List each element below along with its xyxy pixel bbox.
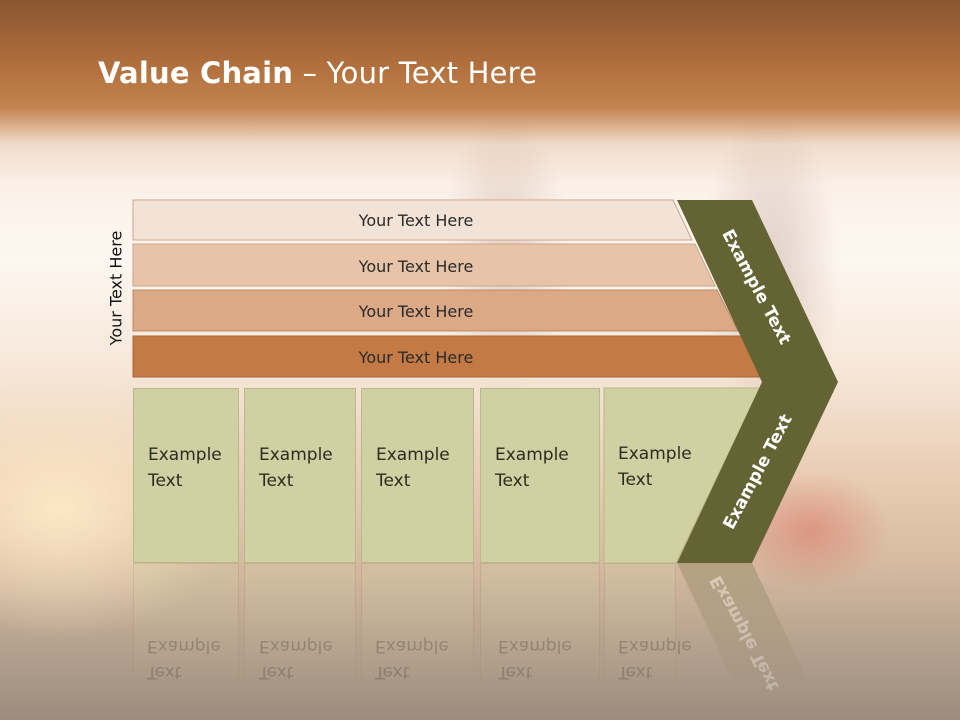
activity-box-1-line1: Example bbox=[148, 445, 222, 465]
activity-box-2: Example Text bbox=[244, 388, 356, 563]
activity-box-1: Example Text bbox=[133, 388, 239, 563]
activity-box-5-line2: Text bbox=[618, 470, 653, 490]
box-shape-5 bbox=[603, 387, 761, 564]
bar-4-label: Your Text Here bbox=[358, 347, 474, 367]
activity-box-3: Example Text bbox=[361, 388, 474, 563]
activity-box-5-line1: Example bbox=[618, 444, 692, 464]
bar-4: Your Text Here bbox=[133, 336, 699, 378]
activity-box-4-line1: Example bbox=[495, 445, 569, 465]
activity-box-2-line2: Text bbox=[259, 471, 294, 491]
bar-1: Your Text Here bbox=[133, 200, 699, 240]
bar-1-label: Your Text Here bbox=[358, 210, 474, 230]
activity-box-4-line2: Text bbox=[495, 471, 530, 491]
bar-shape-1 bbox=[132, 199, 693, 241]
activity-box-5: Example Text bbox=[604, 388, 694, 563]
activity-box-4: Example Text bbox=[480, 388, 600, 563]
bar-shape-2 bbox=[132, 243, 716, 287]
activity-box-2-line1: Example bbox=[259, 445, 333, 465]
bar-3: Your Text Here bbox=[133, 290, 699, 332]
bar-2: Your Text Here bbox=[133, 244, 699, 288]
slide-title: Value Chain – Your Text Here bbox=[98, 56, 537, 90]
activity-box-1-line2: Text bbox=[148, 471, 183, 491]
activity-box-3-line1: Example bbox=[376, 445, 450, 465]
bar-shape-3 bbox=[132, 289, 739, 332]
title-bold: Value Chain bbox=[98, 56, 294, 90]
activity-box-3-line2: Text bbox=[376, 471, 411, 491]
bar-2-label: Your Text Here bbox=[358, 256, 474, 276]
bar-3-label: Your Text Here bbox=[358, 301, 474, 321]
title-rest: – Your Text Here bbox=[293, 56, 538, 90]
